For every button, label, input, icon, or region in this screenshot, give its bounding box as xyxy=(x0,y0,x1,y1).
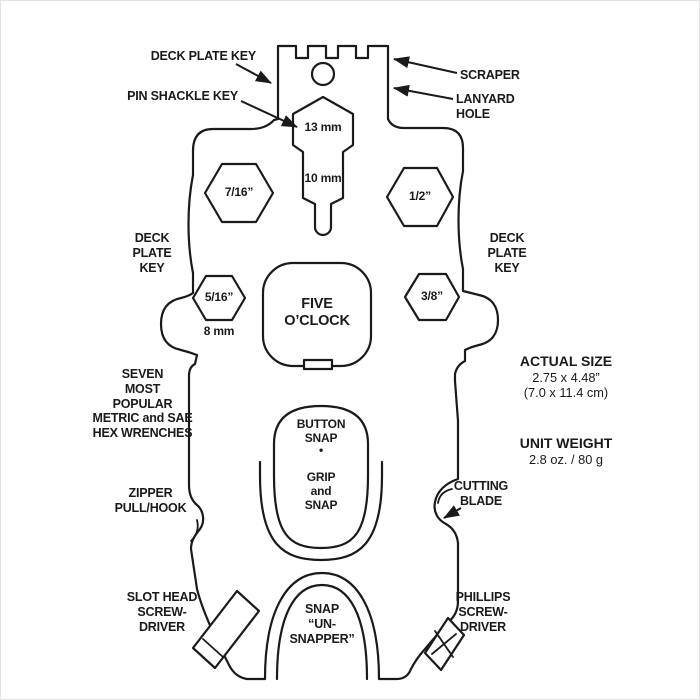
pin-shackle-keyhole-cutout xyxy=(291,95,355,237)
arrow-deck-plate-key-top xyxy=(235,63,272,84)
marking-10mm: 10 mm xyxy=(304,171,342,185)
label-text: DRIVER xyxy=(138,619,186,634)
arrow-cutting-blade xyxy=(443,505,462,519)
marking-5-16: 5/16” xyxy=(204,290,234,304)
marking-1-2: 1/2” xyxy=(409,189,431,203)
label-text: DECK xyxy=(134,231,170,245)
label-text: and xyxy=(310,483,332,498)
label-text: SEVEN xyxy=(121,367,164,381)
cutting-blade-edge-line xyxy=(437,488,453,504)
label-hex-wrenches-note: SEVEN MOST POPULAR METRIC and SAE HEX WR… xyxy=(65,367,220,441)
label-text: SCREW- xyxy=(137,604,187,619)
label-text: DECK xyxy=(489,231,525,245)
hex-1-2-cutout xyxy=(385,166,455,228)
marking-13mm: 13 mm xyxy=(304,120,342,134)
marking-button-snap: BUTTON SNAP xyxy=(286,417,356,446)
unit-weight-block: UNIT WEIGHT 2.8 oz. / 80 g xyxy=(501,435,631,467)
label-text: HOLE xyxy=(456,106,490,121)
actual-size-block: ACTUAL SIZE 2.75 x 4.48” (7.0 x 11.4 cm) xyxy=(501,353,631,400)
brand-line: O’CLOCK xyxy=(284,312,350,329)
label-text: SNAP xyxy=(305,602,339,616)
arrow-lanyard-hole xyxy=(393,84,454,100)
label-text: ZIPPER xyxy=(128,486,173,500)
label-text: DECK PLATE KEY xyxy=(150,49,257,63)
label-deck-plate-key-top: DECK PLATE KEY xyxy=(96,49,257,64)
label-text: POPULAR xyxy=(112,396,173,411)
marking-7-16: 7/16” xyxy=(224,185,254,199)
label-text: METRIC and SAE xyxy=(92,411,193,426)
callout-arrows xyxy=(235,56,462,519)
label-text: SCRAPER xyxy=(460,68,520,82)
label-lanyard-hole: LANYARD HOLE xyxy=(456,92,551,122)
label-text: CUTTING xyxy=(453,479,509,493)
label-text: PLATE xyxy=(487,245,527,260)
label-text: GRIP xyxy=(306,470,336,484)
label-text: BLADE xyxy=(459,493,503,508)
brand-name: FIVE O’CLOCK xyxy=(267,296,367,329)
brand-boss-notch xyxy=(302,358,334,371)
actual-size-inches: 2.75 x 4.48” xyxy=(532,369,600,385)
unit-weight-heading: UNIT WEIGHT xyxy=(519,435,613,451)
hex-7-16-cutout xyxy=(203,162,275,224)
slot-head-bevel-line xyxy=(202,638,224,658)
label-text: “UN- xyxy=(308,616,336,631)
marking-grip-and-snap: GRIP and SNAP xyxy=(291,470,351,512)
label-slot-head-screwdriver: SLOT HEAD SCREW- DRIVER xyxy=(97,590,227,634)
label-text: SNAP xyxy=(304,430,338,445)
brand-line: FIVE xyxy=(301,296,333,312)
label-text: MOST xyxy=(124,381,161,396)
marking-3-8: 3/8” xyxy=(421,289,443,303)
snap-dot: • xyxy=(318,443,323,457)
label-text: LANYARD xyxy=(456,92,515,106)
label-text: PLATE xyxy=(132,245,172,260)
label-text: SNAP xyxy=(304,497,338,512)
label-text: PIN SHACKLE KEY xyxy=(127,89,238,103)
hex-3-8-cutout xyxy=(403,272,461,322)
label-text: KEY xyxy=(139,260,165,275)
label-text: HEX WRENCHES xyxy=(92,426,193,440)
unit-weight-value: 2.8 oz. / 80 g xyxy=(529,451,603,467)
button-snap-dome xyxy=(272,404,370,550)
label-text: SNAPPER” xyxy=(289,631,355,646)
label-cutting-blade: CUTTING BLADE xyxy=(437,479,525,509)
label-phillips-screwdriver: PHILLIPS SCREW- DRIVER xyxy=(424,590,542,634)
label-text: KEY xyxy=(494,260,520,275)
actual-size-cm: (7.0 x 11.4 cm) xyxy=(523,384,609,400)
phillips-cross-lines xyxy=(431,630,457,658)
label-text: SCREW- xyxy=(458,604,508,619)
slot-head-blade xyxy=(191,589,261,670)
label-text: SLOT HEAD xyxy=(126,590,198,604)
label-zipper-pull-hook: ZIPPER PULL/HOOK xyxy=(83,486,218,516)
zipper-hook-detail-line xyxy=(190,519,199,542)
label-scraper: SCRAPER xyxy=(460,68,555,83)
label-text: DRIVER xyxy=(459,619,507,634)
label-deck-plate-key-left: DECK PLATE KEY xyxy=(116,231,188,275)
actual-size-heading: ACTUAL SIZE xyxy=(519,353,613,369)
marking-8mm: 8 mm xyxy=(203,324,235,338)
label-deck-plate-key-right: DECK PLATE KEY xyxy=(469,231,545,275)
snap-unsnapper-arch-inner xyxy=(275,583,369,681)
grip-snap-channel xyxy=(258,460,384,562)
label-text: PHILLIPS xyxy=(455,590,511,604)
lanyard-hole-cutout xyxy=(310,61,336,87)
label-snap-unsnapper: SNAP “UN- SNAPPER” xyxy=(272,602,372,646)
arrow-pin-shackle-key xyxy=(240,100,298,128)
label-pin-shackle-key: PIN SHACKLE KEY xyxy=(86,89,238,104)
hex-5-16-cutout xyxy=(191,274,247,322)
label-text: PULL/HOOK xyxy=(114,500,187,515)
label-text: BUTTON xyxy=(296,417,346,431)
arrow-scraper xyxy=(393,56,458,74)
